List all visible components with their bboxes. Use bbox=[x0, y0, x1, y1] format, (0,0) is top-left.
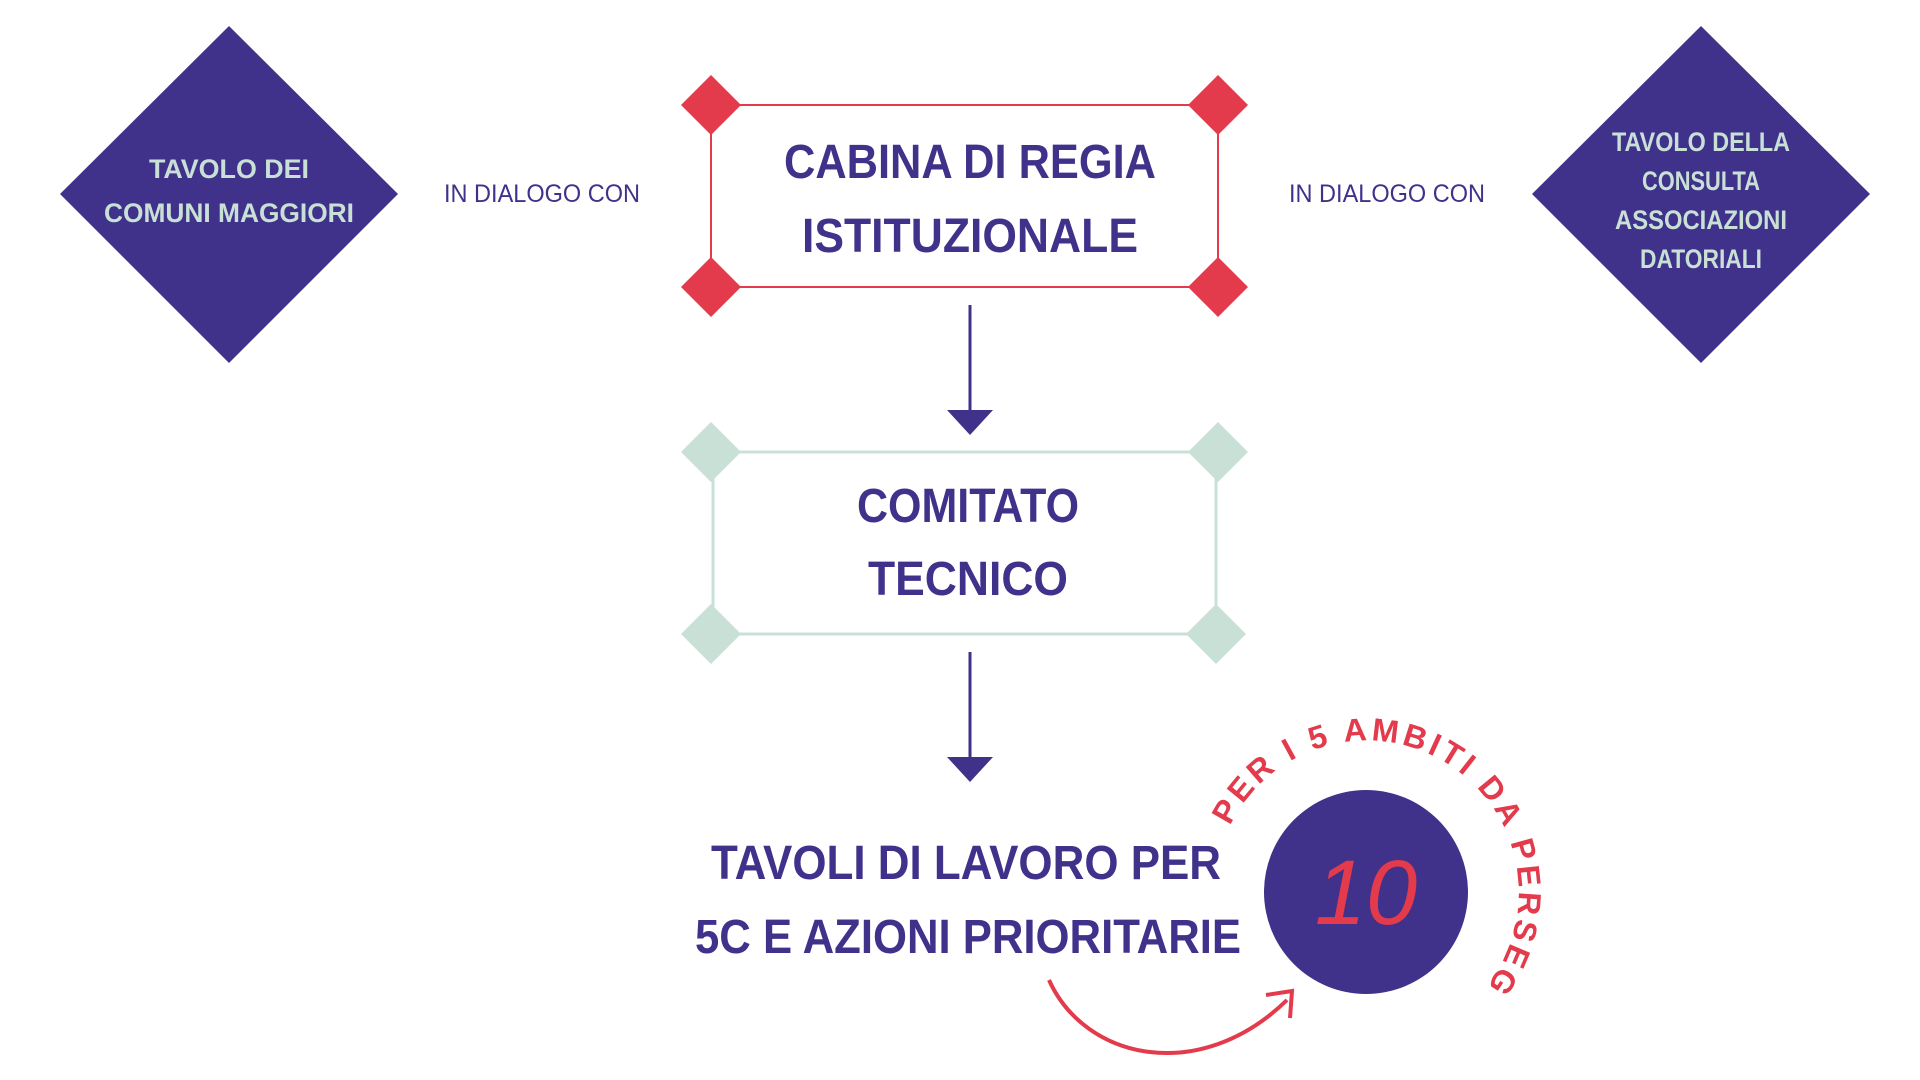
node-comitato-tecnico: COMITATO TECNICO bbox=[681, 422, 1248, 664]
node-title-line: TAVOLI DI LAVORO PER bbox=[711, 837, 1221, 890]
corner-diamond bbox=[681, 75, 741, 135]
curved-arrow-icon bbox=[1047, 979, 1295, 1055]
badge-circle bbox=[1264, 790, 1468, 994]
box-title-line: CABINA DI REGIA bbox=[784, 136, 1156, 189]
node-label-line: CONSULTA bbox=[1642, 166, 1760, 196]
corner-diamond bbox=[1188, 75, 1248, 135]
corner-diamond bbox=[681, 257, 741, 317]
node-tavoli-di-lavoro: TAVOLI DI LAVORO PER 5C E AZIONI PRIORIT… bbox=[695, 837, 1241, 964]
node-title-line: 5C E AZIONI PRIORITARIE bbox=[695, 911, 1241, 964]
box-border bbox=[710, 104, 1219, 288]
arrow-down-icon bbox=[947, 652, 993, 782]
box-title-line: COMITATO bbox=[857, 480, 1079, 533]
node-label-line: DATORIALI bbox=[1640, 244, 1762, 274]
corner-diamond bbox=[681, 422, 741, 482]
diamond-shape bbox=[60, 26, 398, 363]
connector-label-right: IN DIALOGO CON bbox=[1289, 180, 1485, 208]
corner-diamond bbox=[1188, 422, 1248, 482]
node-label-line: ASSOCIAZIONI bbox=[1615, 205, 1787, 235]
node-tavolo-comuni-maggiori: TAVOLO DEI COMUNI MAGGIORI bbox=[60, 26, 398, 363]
box-title-line: ISTITUZIONALE bbox=[802, 210, 1138, 263]
box-title-line: TECNICO bbox=[868, 553, 1068, 606]
arrow-down-icon bbox=[947, 305, 993, 435]
connector-label-left: IN DIALOGO CON bbox=[444, 180, 640, 208]
node-cabina-di-regia: CABINA DI REGIA ISTITUZIONALE bbox=[681, 75, 1248, 317]
node-tavolo-consulta: TAVOLO DELLA CONSULTA ASSOCIAZIONI DATOR… bbox=[1532, 26, 1870, 363]
node-label-line: TAVOLO DEI bbox=[149, 154, 309, 184]
diamond-shape bbox=[1532, 26, 1870, 363]
badge-number: 10 bbox=[1315, 842, 1417, 944]
node-label-line: COMUNI MAGGIORI bbox=[104, 198, 354, 228]
corner-diamond bbox=[1188, 257, 1248, 317]
box-border bbox=[711, 450, 1218, 636]
corner-diamond bbox=[681, 604, 741, 664]
corner-diamond bbox=[1186, 604, 1246, 664]
node-label-line: TAVOLO DELLA bbox=[1612, 127, 1790, 157]
